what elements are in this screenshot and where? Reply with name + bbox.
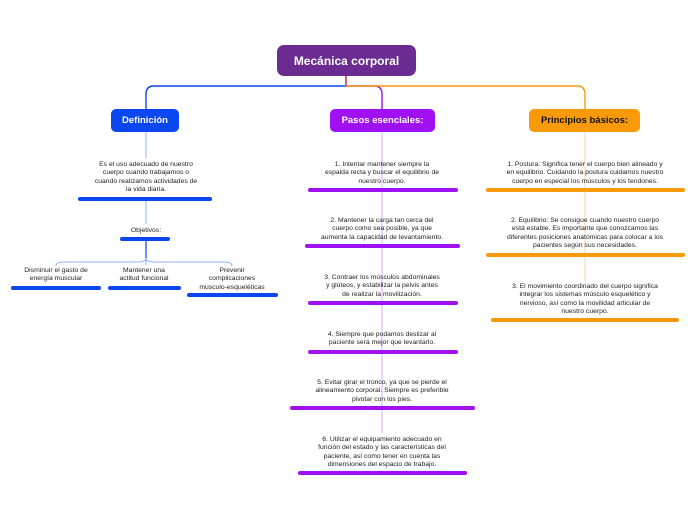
paso-item-3-underline bbox=[308, 301, 458, 305]
principio-item-3-underline bbox=[491, 318, 679, 322]
root-node[interactable]: Mecánica corporal bbox=[277, 45, 416, 76]
principio-item-3[interactable]: 3. El movimiento coordinado del cuerpo s… bbox=[512, 283, 658, 315]
principio-item-1[interactable]: 1. Postura: Significa tener el cuerpo bi… bbox=[506, 161, 664, 185]
paso-item-6[interactable]: 6. Utilizar el equipamiento adecuado en … bbox=[318, 436, 446, 468]
principio-item-2[interactable]: 2. Equilibrio: Se consigue cuando nuestr… bbox=[506, 217, 664, 249]
paso-item-4-underline bbox=[308, 350, 458, 354]
paso-item-4[interactable]: 4. Siempre que podamos deslizar al pacie… bbox=[327, 331, 437, 347]
connector-root-pasos bbox=[345, 76, 383, 109]
paso-item-1-underline bbox=[308, 188, 458, 192]
connector-objetivo-1 bbox=[55, 257, 147, 267]
principio-item-1-underline bbox=[486, 188, 685, 192]
node-principios[interactable]: Principios básicos: bbox=[529, 109, 640, 132]
paso-item-2-underline bbox=[305, 244, 460, 248]
definicion-text-underline bbox=[78, 197, 212, 201]
connector-root-definicion bbox=[145, 76, 347, 109]
connector-objetivo-3 bbox=[145, 257, 233, 267]
objetivo-item-2[interactable]: Mantener una actitud funcional bbox=[119, 267, 169, 283]
root-title: Mecánica corporal bbox=[293, 53, 400, 68]
objetivos-label[interactable]: Objetivos: bbox=[130, 227, 162, 234]
objetivo-item-1-underline bbox=[11, 286, 101, 290]
principio-item-2-underline bbox=[486, 253, 685, 257]
node-definicion-label: Definición bbox=[122, 115, 168, 126]
node-pasos-label: Pasos esenciales: bbox=[341, 115, 424, 126]
objetivos-underline bbox=[120, 237, 170, 241]
paso-item-3[interactable]: 3. Contraer los músculos abdominales y g… bbox=[324, 274, 440, 298]
node-definicion[interactable]: Definición bbox=[111, 109, 179, 132]
paso-item-6-underline bbox=[298, 471, 467, 475]
paso-item-5-underline bbox=[290, 406, 475, 410]
paso-item-1[interactable]: 1. Intentar mantener siempre la espalda … bbox=[324, 161, 440, 185]
objetivo-item-3-underline bbox=[187, 293, 278, 297]
objetivo-item-2-underline bbox=[108, 286, 181, 290]
definicion-text: Es el uso adecuado de nuestro cuerpo cua… bbox=[94, 161, 198, 193]
paso-item-5[interactable]: 5. Evitar girar el tronco, ya que se pie… bbox=[315, 379, 449, 403]
node-pasos[interactable]: Pasos esenciales: bbox=[330, 109, 435, 132]
objetivo-item-3[interactable]: Prevenir complicaciones musculo-esquelét… bbox=[199, 267, 265, 291]
node-principios-label: Principios básicos: bbox=[540, 115, 629, 126]
objetivo-item-1[interactable]: Disminuir el gasto de energía muscular bbox=[24, 267, 88, 283]
connector-root-principios bbox=[345, 76, 586, 109]
paso-item-2[interactable]: 2. Mantener la carga tan cerca del cuerp… bbox=[320, 217, 444, 241]
